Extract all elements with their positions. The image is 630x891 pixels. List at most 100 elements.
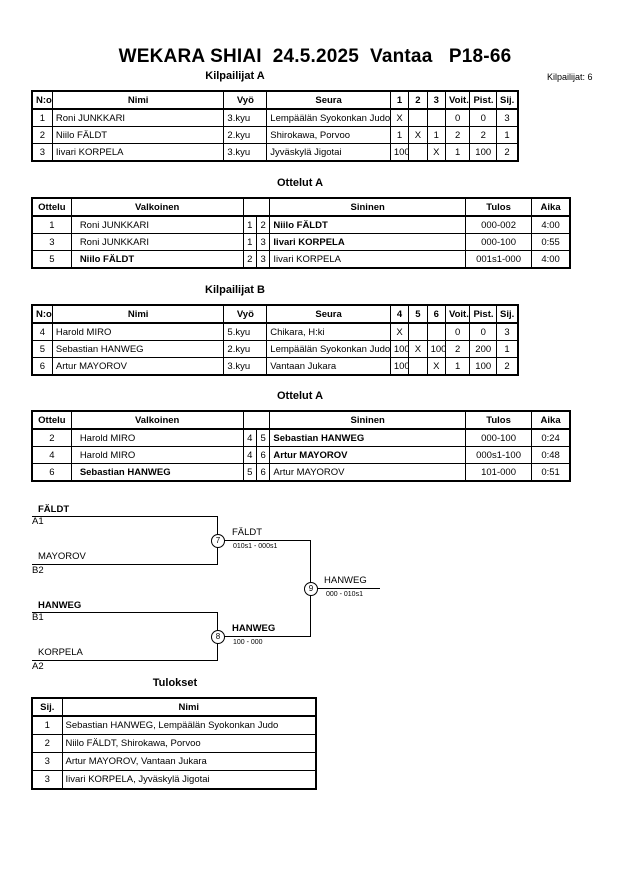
cell-name: Artur MAYOROV, Vantaan Jukara	[61, 752, 317, 771]
bracket-line	[217, 636, 310, 637]
cell-score	[408, 357, 428, 376]
cell-place: 2	[495, 143, 519, 162]
results-table: Sij. Nimi 1 Sebastian HANWEG, Lempäälän …	[31, 697, 317, 790]
bracket-sf1-bottom-seed: B2	[32, 565, 44, 576]
cell-blue: Artur MAYOROV	[269, 446, 466, 464]
matches-a-heading: Ottelut A	[276, 177, 324, 189]
col-header: 6	[426, 304, 446, 324]
cell-name: Harold MIRO	[51, 322, 225, 341]
bracket-sf2-score: 100 - 000	[233, 639, 263, 646]
bracket-final-winner: HANWEG	[324, 575, 367, 586]
cell-place: 3	[31, 752, 63, 771]
cell-points: 200	[469, 340, 497, 358]
bracket-sf1-top-seed: A1	[32, 516, 44, 527]
cell-white-no: 5	[242, 463, 258, 482]
bracket-line	[217, 540, 310, 541]
col-header: Ottelu	[31, 410, 72, 430]
cell-white-no: 1	[242, 233, 258, 251]
page-title: WEKARA SHIAI 24.5.2025 Vantaa P18-66	[118, 46, 512, 67]
cell-points: 2	[469, 126, 497, 144]
cell-no: 4	[31, 322, 53, 341]
cell-belt: 2.kyu	[223, 126, 268, 144]
bracket-sf2-top-name: HANWEG	[38, 600, 82, 611]
cell-place: 1	[495, 126, 519, 144]
cell-result: 000s1-100	[464, 446, 533, 464]
cell-wins: 2	[444, 126, 471, 144]
cell-score: X	[389, 108, 410, 127]
bracket-match-9: 9	[304, 582, 318, 596]
col-header: Sij.	[495, 304, 519, 324]
cell-blue-no: 6	[255, 446, 271, 464]
cell-blue-no: 6	[255, 463, 271, 482]
cell-score: X	[426, 357, 446, 376]
cell-blue: Sebastian HANWEG	[269, 428, 466, 447]
cell-result: 001s1-000	[464, 250, 533, 269]
cell-white: Roni JUNKKARI	[70, 233, 244, 251]
cell-time: 0:24	[531, 428, 571, 447]
col-header: 3	[426, 90, 446, 110]
cell-score: X	[408, 340, 428, 358]
cell-club: Jyväskylä Jigotai	[266, 143, 391, 162]
bracket-line	[32, 516, 218, 517]
col-header: Tulos	[464, 197, 533, 217]
cell-time: 0:55	[531, 233, 571, 251]
cell-name: Artur MAYOROV	[51, 357, 225, 376]
pool-b-table: N:o Nimi Vyö Seura 4 5 6 Voit. Pist. Sij…	[31, 304, 519, 376]
bracket-sf1-winner: FÄLDT	[232, 527, 263, 538]
col-header: 2	[408, 90, 428, 110]
cell-match: 1	[31, 215, 72, 234]
cell-white: Sebastian HANWEG	[70, 463, 244, 482]
table-header-row: Sij. Nimi	[31, 697, 317, 717]
cell-blue: Iivari KORPELA	[269, 250, 466, 269]
cell-no: 5	[31, 340, 53, 358]
cell-white-no: 1	[242, 215, 258, 234]
table-row: 3 Iivari KORPELA 3.kyu Jyväskylä Jigotai…	[31, 143, 519, 162]
table-row: 5 Sebastian HANWEG 2.kyu Lempäälän Syoko…	[31, 340, 519, 358]
col-header: Nimi	[61, 697, 317, 717]
table-row: 2 Niilo FÄLDT 2.kyu Shirokawa, Porvoo 1 …	[31, 126, 519, 144]
cell-result: 000-100	[464, 233, 533, 251]
cell-match: 5	[31, 250, 72, 269]
col-header: Valkoinen	[70, 197, 244, 217]
table-row: 3 Artur MAYOROV, Vantaan Jukara	[31, 752, 317, 771]
col-header: Nimi	[51, 90, 225, 110]
col-header: Sininen	[269, 197, 466, 217]
bracket-line	[310, 588, 380, 589]
pool-b-heading: Kilpailijat B	[205, 284, 265, 296]
table-row: 1 Roni JUNKKARI 3.kyu Lempäälän Syokonka…	[31, 108, 519, 127]
bracket-match-8: 8	[211, 630, 225, 644]
cell-place: 2	[495, 357, 519, 376]
cell-name: Sebastian HANWEG	[51, 340, 225, 358]
cell-match: 3	[31, 233, 72, 251]
col-header: 4	[389, 304, 410, 324]
bracket-line	[32, 564, 218, 565]
cell-score: X	[408, 126, 428, 144]
bracket-line	[32, 660, 218, 661]
cell-blue-no: 2	[255, 215, 271, 234]
cell-wins: 2	[444, 340, 471, 358]
matches-b-table: Ottelu Valkoinen Sininen Tulos Aika 2 Ha…	[31, 410, 571, 482]
cell-belt: 3.kyu	[223, 357, 268, 376]
cell-score	[408, 322, 428, 341]
cell-score: 100	[426, 340, 446, 358]
bracket-sf2-bottom-name: KORPELA	[38, 647, 83, 658]
col-header: Aika	[531, 197, 571, 217]
table-row: 3 Roni JUNKKARI 1 3 Iivari KORPELA 000-1…	[31, 233, 571, 251]
table-row: 6 Artur MAYOROV 3.kyu Vantaan Jukara 100…	[31, 357, 519, 376]
cell-time: 4:00	[531, 215, 571, 234]
pool-a-table: N:o Nimi Vyö Seura 1 2 3 Voit. Pist. Sij…	[31, 90, 519, 162]
cell-place: 3	[495, 108, 519, 127]
col-header: Pist.	[469, 304, 497, 324]
col-header: Sij.	[495, 90, 519, 110]
table-header-row: Ottelu Valkoinen Sininen Tulos Aika	[31, 410, 571, 430]
cell-belt: 3.kyu	[223, 143, 268, 162]
bracket-sf2-bottom-seed: A2	[32, 661, 44, 672]
col-header: Sij.	[31, 697, 63, 717]
col-header: Pist.	[469, 90, 497, 110]
cell-club: Chikara, H:ki	[266, 322, 391, 341]
cell-club: Lempäälän Syokonkan Judo	[266, 340, 391, 358]
cell-score: 1	[389, 126, 410, 144]
cell-blue-no: 3	[255, 233, 271, 251]
cell-blue: Artur MAYOROV	[269, 463, 466, 482]
table-row: 4 Harold MIRO 4 6 Artur MAYOROV 000s1-10…	[31, 446, 571, 464]
